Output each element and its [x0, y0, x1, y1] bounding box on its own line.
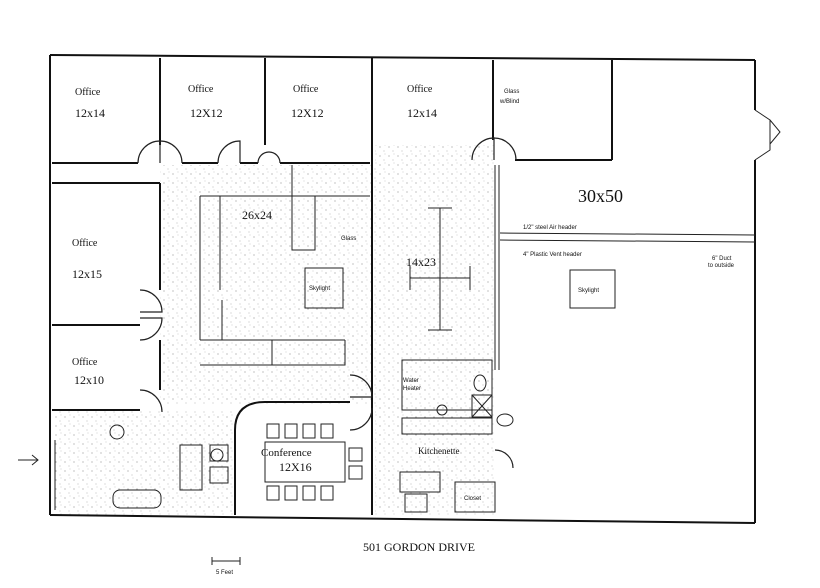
open-area-size: 26x24: [242, 208, 272, 222]
duct-label-2: to outside: [708, 263, 735, 269]
office-e-size: 12x15: [72, 267, 102, 281]
duct-label-1: 6" Duct: [712, 256, 732, 262]
conference-name: Conference: [261, 447, 312, 459]
office-d-size: 12x14: [407, 106, 437, 120]
office-c-size: 12X12: [291, 106, 324, 120]
office-d-name: Office: [407, 84, 433, 95]
scale-bar: [211, 557, 241, 565]
office-e-name: Office: [72, 238, 98, 249]
scale-label: 5 Feet: [216, 570, 233, 576]
conference-size: 12X16: [279, 460, 312, 474]
conference-room: [234, 401, 363, 515]
office-a-name: Office: [75, 87, 101, 98]
water-heater-label-2: Heater: [403, 386, 421, 392]
lobby-furniture: [109, 424, 229, 509]
closet-label: Closet: [464, 496, 481, 502]
speckled-floor-areas: [55, 145, 495, 515]
glass-blind-label-2: w/Blind: [499, 99, 519, 105]
office-b-size: 12X12: [190, 106, 223, 120]
office-c-name: Office: [293, 84, 319, 95]
work-area-cross-mark: [409, 207, 471, 331]
glass-label: Glass: [341, 236, 356, 242]
warehouse-size: 30x50: [578, 186, 623, 206]
office-f-size: 12x10: [74, 373, 104, 387]
glass-blind-label-1: Glass: [504, 89, 519, 95]
air-header-label: 1/2" steel Air header: [523, 225, 577, 231]
skylight-label-2: Skylight: [578, 288, 599, 294]
skylight-box: [569, 269, 616, 309]
kitchenette-label: Kitchenette: [418, 446, 459, 456]
exterior-walls: [49, 54, 781, 524]
water-heater-label-1: Water: [403, 378, 419, 384]
office-b-name: Office: [188, 84, 214, 95]
skylight-label-1: Skylight: [309, 286, 330, 292]
office-a-size: 12x14: [75, 106, 105, 120]
address-title: 501 GORDON DRIVE: [363, 540, 475, 554]
entrance-arrow-icon: [18, 454, 39, 466]
doors: [137, 137, 517, 469]
open-area-partitions: [199, 165, 370, 366]
kitchenette-fixtures: [399, 359, 514, 513]
office-f-name: Office: [72, 357, 98, 368]
interior-walls: [52, 58, 756, 515]
work-area-size: 14x23: [406, 255, 436, 269]
vent-header-label: 4" Plastic Vent header: [523, 252, 582, 258]
